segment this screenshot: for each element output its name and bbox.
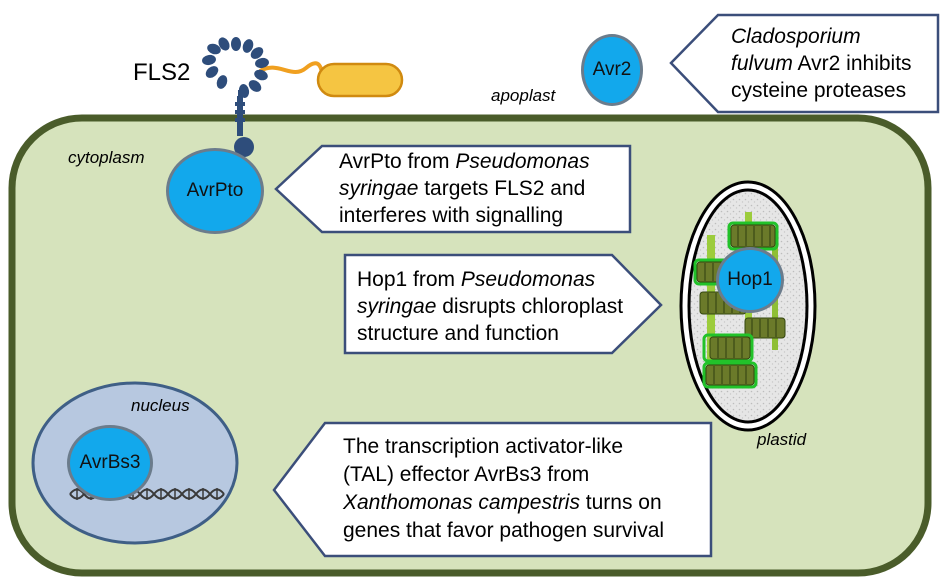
avrbs3-callout-line3-rest: turns on: [579, 491, 662, 514]
avrpto-callout-text: AvrPto from Pseudomonas syringae targets…: [339, 148, 590, 229]
cytoplasm-label: cytoplasm: [68, 148, 145, 167]
hop1-callout-line2-italic: syringae: [357, 295, 437, 318]
hop1-callout-line1-italic: Pseudomonas: [460, 268, 596, 291]
avrpto-callout-line2-italic: syringae: [339, 177, 419, 200]
avrpto-callout-line1-plain: AvrPto from: [339, 150, 456, 173]
avrpto-label: AvrPto: [186, 180, 244, 201]
avrpto-callout-line3: interferes with signalling: [339, 204, 564, 227]
avrbs3-callout-line1: The transcription activator-like: [343, 435, 624, 458]
avrbs3-callout-line2: (TAL) effector AvrBs3 from: [343, 463, 590, 486]
avrpto-callout-box: [274, 144, 632, 234]
fls2-receptor: [202, 37, 269, 157]
avrbs3-callout-text: The transcription activator-like (TAL) e…: [343, 433, 664, 545]
avrpto-callout-line1-italic: Pseudomonas: [455, 150, 590, 173]
bacterium: [316, 62, 404, 98]
avr2-callout-line2-rest: Avr2 inhibits: [792, 52, 912, 75]
hop1-callout-box: [343, 253, 663, 355]
avr2-callout-box: [669, 13, 940, 114]
nucleus-label: nucleus: [131, 396, 190, 415]
avrbs3-callout-line4: genes that favor pathogen survival: [343, 519, 665, 542]
avrpto-effector: AvrPto: [166, 148, 264, 234]
plastid-label: plastid: [757, 430, 807, 449]
hop1-label: Hop1: [727, 269, 773, 290]
avrbs3-callout-box: [272, 421, 713, 558]
avr2-callout-line3: cysteine proteases: [731, 79, 907, 102]
apoplast-label: apoplast: [491, 86, 556, 105]
hop1-callout-line2-rest: disrupts chloroplast: [436, 295, 624, 318]
hop1-effector: Hop1: [716, 247, 784, 313]
avrpto-callout-line2-rest: targets FLS2 and: [418, 177, 586, 200]
avr2-callout-text: Cladosporium fulvum Avr2 inhibits cystei…: [731, 23, 912, 104]
fls2-label: FLS2: [133, 59, 191, 86]
avr2-callout-line2-italic: fulvum: [731, 52, 793, 75]
flagellum: [258, 61, 324, 77]
avrbs3-callout-line3-italic: Xanthomonas campestris: [343, 491, 580, 514]
hop1-callout-text: Hop1 from Pseudomonas syringae disrupts …: [357, 266, 623, 347]
avrbs3-label: AvrBs3: [79, 452, 141, 473]
avr2-callout-line1: Cladosporium: [731, 25, 861, 48]
avrbs3-effector: AvrBs3: [67, 425, 153, 501]
hop1-callout-line3: structure and function: [357, 322, 559, 345]
hop1-callout-line1-plain: Hop1 from: [357, 268, 461, 291]
avr2-effector: Avr2: [581, 34, 643, 106]
avr2-label: Avr2: [592, 59, 632, 80]
